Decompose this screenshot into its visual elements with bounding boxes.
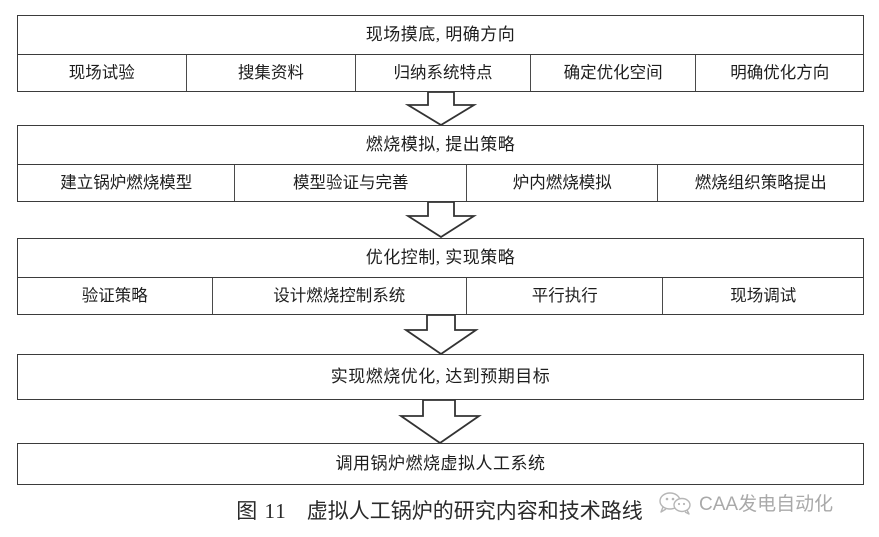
stage-block-2: 燃烧模拟, 提出策略 建立锅炉燃烧模型 模型验证与完善 炉内燃烧模拟 燃烧组织策… <box>17 125 864 202</box>
stage-3-item-3: 平行执行 <box>467 278 664 314</box>
stage-1-item-1: 现场试验 <box>18 55 187 91</box>
stage-3-item-4: 现场调试 <box>730 286 797 305</box>
stage-2-title: 燃烧模拟, 提出策略 <box>365 135 516 154</box>
stage-2-item-2: 模型验证与完善 <box>235 165 467 201</box>
stage-block-1: 现场摸底, 明确方向 现场试验 搜集资料 归纳系统特点 确定优化空间 明确优化方… <box>17 15 864 92</box>
stage-2-item-3: 炉内燃烧模拟 <box>467 165 659 201</box>
stage-3-subitems: 验证策略 设计燃烧控制系统 平行执行 现场调试 <box>18 277 863 314</box>
arrow-stage2-to-stage3 <box>405 202 477 238</box>
stage-3-item-1: 验证策略 <box>18 278 213 314</box>
stage-5-title: 调用锅炉燃烧虚拟人工系统 <box>335 454 546 473</box>
figure-caption-text: 虚拟人工锅炉的研究内容和技术路线 <box>306 499 643 523</box>
stage-1-title: 现场摸底, 明确方向 <box>365 25 516 44</box>
stage-2-item-1: 建立锅炉燃烧模型 <box>18 165 236 201</box>
stage-block-3: 优化控制, 实现策略 验证策略 设计燃烧控制系统 平行执行 现场调试 <box>17 238 864 315</box>
arrow-stage1-to-stage2 <box>405 92 477 126</box>
figure-number: 图 11 <box>236 499 287 523</box>
stage-4-title: 实现燃烧优化, 达到预期目标 <box>330 367 551 386</box>
watermark-text: CAA发电自动化 <box>699 494 834 515</box>
stage-1-item-3: 归纳系统特点 <box>356 55 531 91</box>
stage-1-subitems: 现场试验 搜集资料 归纳系统特点 确定优化空间 明确优化方向 <box>18 54 863 91</box>
stage-1-item-2: 搜集资料 <box>187 55 357 91</box>
figure-caption: 图 11 虚拟人工锅炉的研究内容和技术路线 <box>0 495 879 525</box>
arrow-stage4-to-stage5 <box>397 400 483 444</box>
stage-3-item-2: 设计燃烧控制系统 <box>213 278 467 314</box>
stage-1-item-4: 确定优化空间 <box>531 55 697 91</box>
stage-2-subitems: 建立锅炉燃烧模型 模型验证与完善 炉内燃烧模拟 燃烧组织策略提出 <box>18 164 863 201</box>
arrow-stage3-to-stage4 <box>403 315 479 355</box>
stage-block-5: 调用锅炉燃烧虚拟人工系统 <box>17 443 864 485</box>
stage-2-item-4: 燃烧组织策略提出 <box>694 173 827 192</box>
stage-1-item-5: 明确优化方向 <box>730 63 830 82</box>
stage-3-title: 优化控制, 实现策略 <box>365 248 516 267</box>
wechat-logo-icon <box>658 491 692 515</box>
stage-block-4: 实现燃烧优化, 达到预期目标 <box>17 354 864 400</box>
watermark: CAA发电自动化 <box>658 489 833 516</box>
